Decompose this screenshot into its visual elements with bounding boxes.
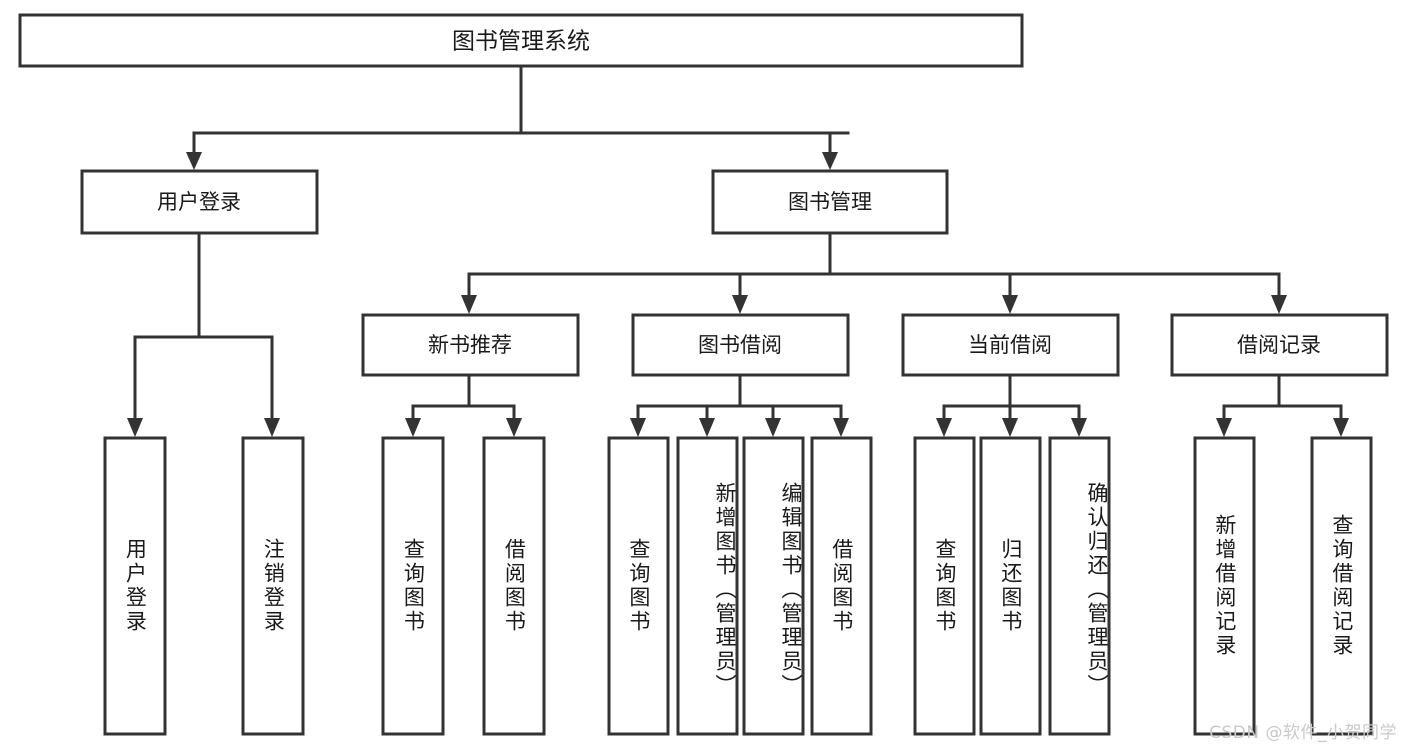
leaf-box-borrow-book-1[interactable] [482,436,546,736]
leaf-box-confirm-return[interactable] [1048,436,1111,736]
leaf-box-logout[interactable] [241,436,305,736]
node-current-borrow-label: 当前借阅 [968,333,1052,357]
arrow-to-borrow-record [1271,295,1287,314]
leaf-box-borrow-book-2[interactable] [810,436,873,736]
leaf-box-edit-book[interactable] [742,436,805,736]
connector-book-manage-to-level3 [461,231,1287,314]
leaf-box-query-book-1[interactable] [381,436,445,736]
arrow-to-leaf-logout [264,418,280,437]
connector-user-login-to-leaves [127,231,280,437]
leaf-box-query-book-3[interactable] [913,436,976,736]
arrow-to-new-book-recommend [461,295,477,314]
csdn-watermark: CSDN @软件_小贺同学 [1209,723,1397,743]
connector-new-book-recommend-to-leaves [405,373,522,437]
leaf-box-add-book[interactable] [676,436,739,736]
arrow-leaf [1216,418,1232,437]
node-borrow-record[interactable]: 借阅记录 [1170,313,1389,377]
node-current-borrow[interactable]: 当前借阅 [901,313,1120,377]
node-book-borrow[interactable]: 图书借阅 [631,313,850,377]
node-book-management-label: 图书管理 [788,190,872,214]
connector-root-to-level2 [186,65,850,170]
node-root-system[interactable]: 图书管理系统 [18,13,1024,68]
arrow-to-leaf-user-login [127,418,143,437]
arrow-leaf [833,418,849,437]
node-book-management[interactable]: 图书管理 [711,169,949,235]
node-new-book-recommend[interactable]: 新书推荐 [361,313,580,377]
arrow-leaf [405,418,421,437]
arrow-to-user-login [186,152,202,170]
leaf-box-user-login[interactable] [103,436,167,736]
node-root-label: 图书管理系统 [452,29,590,55]
arrow-leaf [1071,418,1087,437]
arrow-to-book-manage [822,152,838,170]
node-new-book-recommend-label: 新书推荐 [428,333,512,357]
connector-borrow-record-to-leaves [1216,373,1349,437]
connector-current-borrow-to-leaves [936,373,1087,437]
arrow-leaf [936,418,952,437]
arrow-to-book-borrow [732,295,748,314]
node-borrow-record-label: 借阅记录 [1237,333,1321,357]
leaf-box-query-book-2[interactable] [607,436,670,736]
arrow-to-current-borrow [1002,295,1018,314]
arrow-leaf [630,418,646,437]
arrow-leaf [1333,418,1349,437]
node-book-borrow-label: 图书借阅 [698,333,782,357]
node-user-login-label: 用户登录 [157,190,241,214]
leaf-box-return-book[interactable] [979,436,1042,736]
leaf-box-add-record[interactable] [1193,436,1256,736]
arrow-leaf [765,418,781,437]
leaf-box-query-record[interactable] [1310,436,1373,736]
arrow-leaf [699,418,715,437]
connector-book-borrow-to-leaves [630,373,849,437]
arrow-leaf [1002,418,1018,437]
node-user-login[interactable]: 用户登录 [80,169,319,235]
arrow-leaf [506,418,522,437]
